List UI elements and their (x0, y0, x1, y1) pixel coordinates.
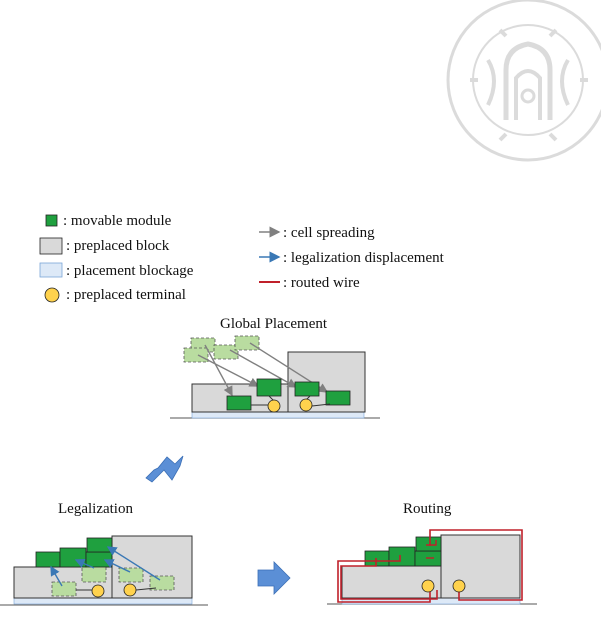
rt-terminal (452, 579, 466, 593)
global-placement-panel: Global Placement (170, 316, 380, 419)
gp-blockage (191, 411, 365, 419)
lg-movable-module (35, 551, 61, 568)
legend-placement-blockage-label: : placement blockage (66, 263, 194, 279)
legend-preplaced-terminal-label: : preplaced terminal (66, 287, 186, 303)
routing-panel: Routing (327, 501, 537, 605)
legend-movable-module-label: : movable module (63, 213, 172, 229)
gp-ghost-module (213, 344, 239, 360)
rt-terminal (421, 579, 435, 593)
legend-preplaced-terminal-swatch (44, 287, 60, 303)
gp-ghost-module (183, 347, 209, 363)
legalization-panel: Legalization (0, 501, 208, 606)
legend-preplaced-block-swatch (39, 237, 63, 255)
lg-terminal (123, 583, 137, 597)
university-seal-watermark (446, 0, 601, 162)
rt-routed-wire (340, 558, 438, 600)
flow-arrow-right (257, 561, 291, 595)
gp-terminal (267, 399, 281, 413)
legend-placement-blockage-swatch (39, 262, 63, 278)
rt-routed-wire (337, 555, 431, 603)
legend-movable-module-swatch (45, 214, 58, 227)
legend-routed-wire-label: : routed wire (283, 275, 360, 291)
flow-arrow-down-left (145, 455, 184, 483)
rt-preplaced-block-large (440, 534, 521, 599)
lg-ghost-module (51, 581, 77, 597)
lg-ghost-module (81, 565, 107, 583)
legend-legalization-displacement-label: : legalization displacement (283, 250, 445, 266)
rt-routed-wire (429, 529, 523, 601)
rt-movable-module (364, 550, 390, 567)
legend: : movable module : preplaced block : pla… (39, 213, 445, 303)
rt-movable-module (415, 536, 442, 552)
routing-title: Routing (403, 501, 452, 517)
lg-terminal (91, 584, 105, 598)
gp-movable-module (226, 395, 252, 411)
gp-movable-module (256, 378, 282, 397)
legend-preplaced-block-label: : preplaced block (66, 238, 170, 254)
lg-ghost-module (118, 567, 144, 583)
legalization-title: Legalization (58, 501, 133, 517)
lg-movable-module (86, 537, 113, 553)
global-placement-title: Global Placement (220, 316, 328, 332)
legend-cell-spreading-label: : cell spreading (283, 225, 375, 241)
gp-ghost-module (234, 335, 260, 351)
lg-blockage (13, 597, 193, 605)
rt-movable-module (388, 546, 416, 567)
lg-movable-module (59, 547, 87, 568)
gp-movable-module (325, 390, 351, 406)
lg-ghost-module (149, 575, 175, 591)
gp-movable-module (294, 381, 320, 397)
lg-movable-module (85, 551, 113, 568)
gp-terminal (299, 398, 313, 412)
rt-routed-wire (426, 540, 437, 546)
